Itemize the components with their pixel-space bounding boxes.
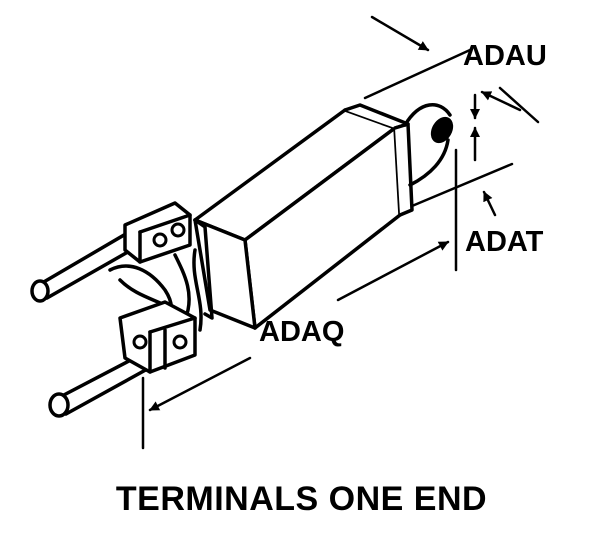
end-terminal-lead (403, 103, 452, 187)
upper-terminal-clip (123, 201, 192, 264)
dimension-label-adat: ADAT (465, 226, 544, 258)
extension-lines (141, 48, 540, 450)
component-body (193, 108, 402, 330)
dimension-arrows (148, 15, 522, 412)
dimension-label-adaq: ADAQ (259, 316, 345, 348)
end-terminal-bead (430, 116, 454, 144)
clip-hole (172, 334, 188, 350)
end-collar (343, 103, 414, 217)
clip-hole (170, 222, 186, 238)
lower-terminal-clip (118, 300, 197, 374)
clip-hole (132, 334, 148, 350)
figure-caption: TERMINALS ONE END (115, 480, 488, 518)
dimension-label-adau: ADAU (463, 40, 547, 72)
clip-hole (152, 232, 168, 248)
front-collar (193, 218, 214, 320)
